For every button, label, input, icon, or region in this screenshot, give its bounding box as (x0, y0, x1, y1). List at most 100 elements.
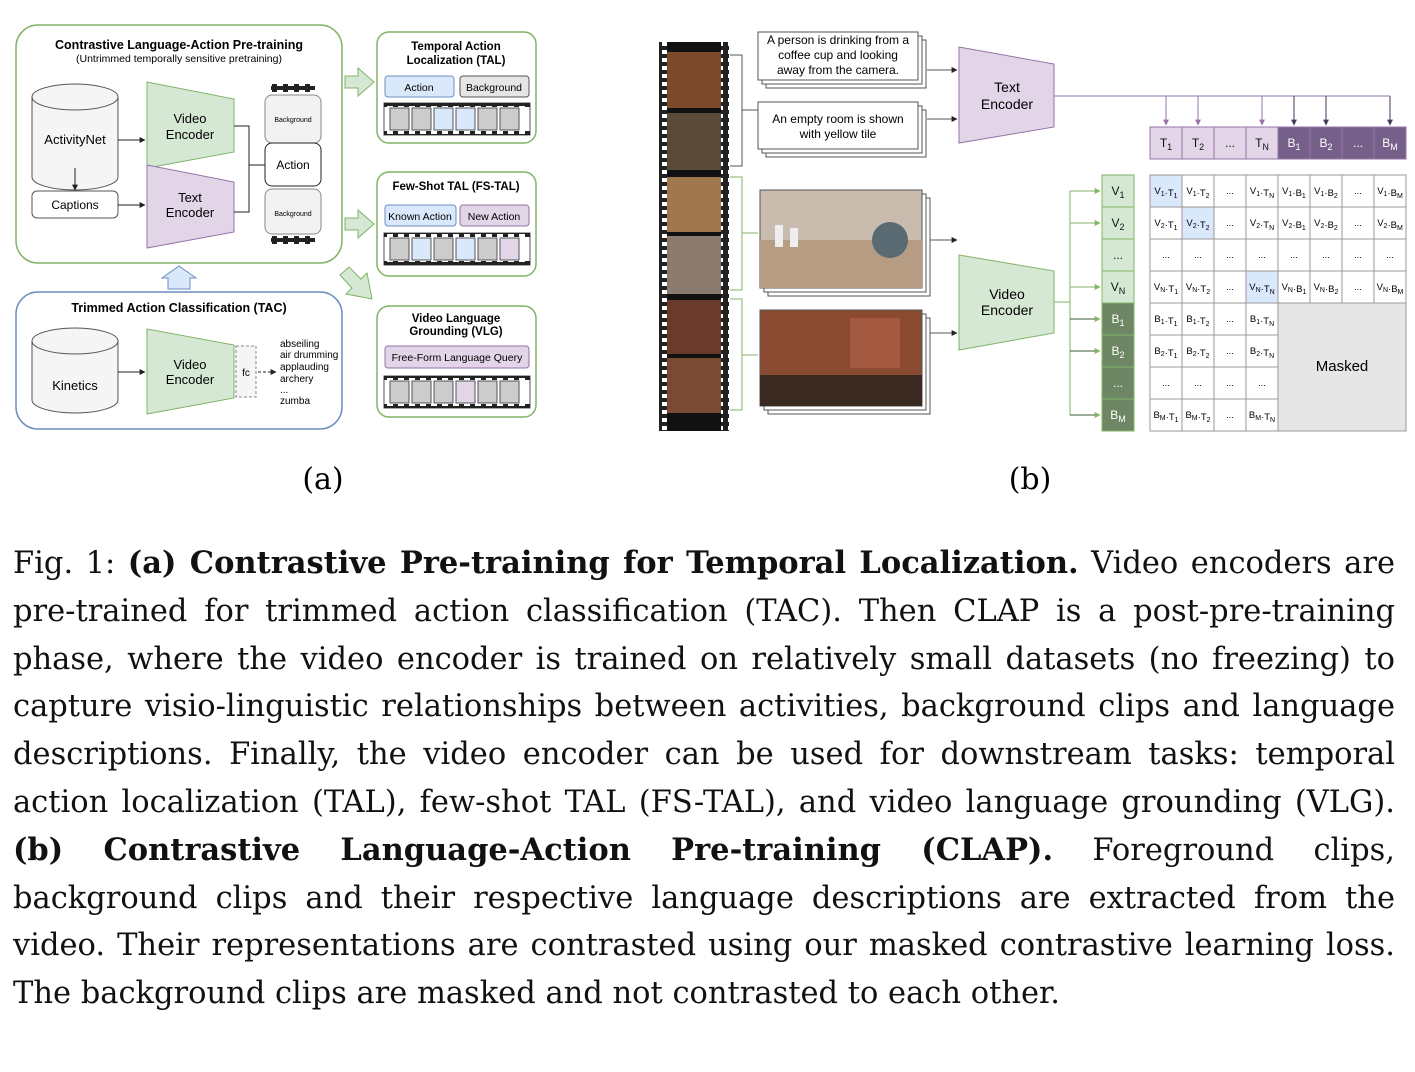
class-item: zumba (280, 396, 310, 407)
video-encoder-b (958, 254, 1055, 351)
video-embedding-label-sub: 1 (1120, 190, 1125, 200)
text-embedding-label: T1 (1160, 136, 1172, 152)
tal-title-l2: Localization (TAL) (407, 55, 506, 67)
text-embedding-label: ... (1225, 136, 1235, 150)
similarity-label: B1·TN (1250, 314, 1274, 328)
text-encoder-b (958, 46, 1055, 144)
text-embedding-cell (1373, 126, 1407, 160)
similarity-label: ... (1162, 378, 1170, 389)
vlg-filmstrip (383, 375, 531, 409)
video-encoder-b-l1: Video (989, 286, 1025, 302)
clap-subtitle: (Untrimmed temporally sensitive pretrain… (76, 53, 282, 65)
text-embedding-label-sub: 1 (1296, 142, 1301, 152)
masked-block (1277, 302, 1407, 432)
similarity-label: ... (1226, 410, 1234, 421)
similarity-label: ... (1322, 250, 1330, 261)
up-arrow-icon (160, 265, 198, 290)
film-icon-bottom (264, 188, 322, 244)
similarity-cell (1245, 302, 1279, 336)
similarity-cell (1213, 398, 1247, 432)
panel-b: A person is drinking from a coffee cup a… (659, 31, 1407, 497)
similarity-label: B1·T2 (1186, 314, 1209, 328)
video-encoder-a (146, 81, 235, 169)
caption-part: Fig. 1: (13, 546, 128, 581)
similarity-label: BM·T1 (1153, 410, 1178, 424)
class-list: abseiling air drumming applauding archer… (280, 339, 338, 407)
similarity-label: V2·TN (1250, 218, 1274, 232)
tal-title-l1: Temporal Action (411, 41, 500, 53)
class-item: applauding (280, 362, 329, 373)
known-action-label: Known Action (388, 211, 452, 223)
text-embedding-cell (1181, 126, 1215, 160)
similarity-cell (1213, 366, 1247, 400)
similarity-label: VN·BM (1377, 282, 1404, 296)
video-encoder-a-l2: Encoder (166, 127, 215, 142)
caption-part: Video encoders are pre-trained for trimm… (13, 546, 1395, 820)
panel-b-label: (b) (1009, 462, 1052, 497)
similarity-label: ... (1354, 186, 1362, 197)
caption-1-l2: coffee cup and looking (778, 48, 898, 62)
video-encoder-tac (146, 328, 235, 415)
background-clip-image (759, 309, 931, 415)
similarity-label: V1·T2 (1186, 186, 1209, 200)
panel-a: Contrastive Language-Action Pre-training… (15, 24, 537, 497)
similarity-label: ... (1226, 378, 1234, 389)
text-embedding-label-sub: N (1262, 142, 1269, 152)
similarity-cell (1149, 398, 1183, 432)
caption-bold-part: (b) Contrastive Language-Action Pre-trai… (13, 831, 1054, 868)
similarity-label: ... (1258, 250, 1266, 261)
video-encoder-a-l1: Video (173, 111, 206, 126)
similarity-cell (1149, 174, 1183, 208)
similarity-label: ... (1354, 218, 1362, 229)
video-embedding-label-base: B (1110, 408, 1118, 422)
similarity-label: V1·TN (1250, 186, 1274, 200)
similarity-cell (1373, 174, 1407, 208)
similarity-label: V2·T1 (1154, 218, 1177, 232)
similarity-cell (1309, 206, 1343, 240)
similarity-cell (1149, 238, 1183, 272)
video-embedding-cell (1101, 238, 1135, 272)
similarity-cell (1149, 206, 1183, 240)
similarity-label: ... (1162, 250, 1170, 261)
similarity-label: BM·T2 (1185, 410, 1210, 424)
similarity-label: V2·T2 (1186, 218, 1209, 232)
video-embedding-label: V2 (1111, 216, 1124, 232)
text-embedding-label: T2 (1192, 136, 1204, 152)
video-embedding-label-sub: 1 (1120, 318, 1125, 328)
figure-caption: Fig. 1: (a) Contrastive Pre-training for… (13, 540, 1395, 1018)
video-embedding-label-base: V (1111, 280, 1119, 294)
text-embedding-label-base: T (1192, 136, 1200, 150)
similarity-label: B2·T2 (1186, 346, 1209, 360)
video-embedding-cell (1101, 174, 1135, 208)
figure: Contrastive Language-Action Pre-training… (15, 24, 1407, 497)
similarity-label: BM·TN (1249, 410, 1275, 424)
video-embedding-label: V1 (1111, 184, 1124, 200)
text-embedding-cell (1149, 126, 1183, 160)
similarity-label: ... (1226, 314, 1234, 325)
video-encoder-tac-l2: Encoder (166, 372, 215, 387)
video-embedding-label-base: ... (1113, 376, 1123, 390)
similarity-label: ... (1226, 250, 1234, 261)
similarity-label: ... (1354, 282, 1362, 293)
vlg-query-label: Free-Form Language Query (392, 352, 523, 364)
similarity-label: ... (1258, 378, 1266, 389)
similarity-label: ... (1290, 250, 1298, 261)
text-embedding-label: BM (1382, 136, 1398, 152)
panel-a-label: (a) (302, 462, 343, 497)
video-embedding-cell (1101, 366, 1135, 400)
arrow-to-vlg (339, 266, 373, 300)
fc-label: fc (242, 368, 250, 379)
video-embedding-label-sub: N (1119, 286, 1126, 296)
video-embedding-label: ... (1113, 248, 1123, 262)
video-embedding-label-sub: M (1118, 414, 1126, 424)
masked-label: Masked (1316, 358, 1369, 375)
text-embedding-label: B1 (1287, 136, 1300, 152)
vlg-title-l2: Grounding (VLG) (409, 326, 502, 338)
similarity-label: V2·B1 (1282, 218, 1306, 232)
film-background-bottom: Background (274, 211, 311, 218)
vlg-query-chip (384, 345, 530, 369)
video-encoder-b-l2: Encoder (981, 302, 1033, 318)
class-item: air drumming (280, 350, 338, 361)
video-embedding-cell (1101, 206, 1135, 240)
video-embedding-label-base: B (1111, 312, 1119, 326)
